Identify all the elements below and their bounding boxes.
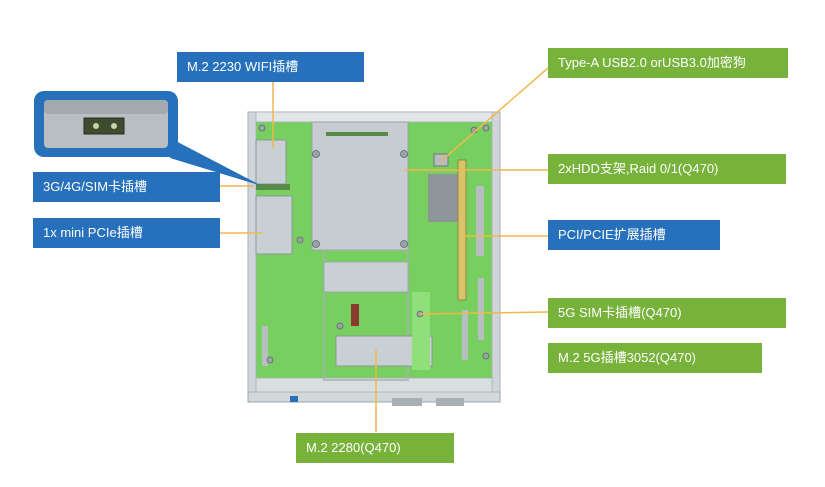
right-rail xyxy=(491,111,501,393)
label-sim-slot: 3G/4G/SIM卡插槽 xyxy=(33,172,220,202)
wifi-card xyxy=(255,139,287,185)
top-rail xyxy=(247,111,501,123)
wifi-card-slot xyxy=(256,184,290,190)
left-header xyxy=(262,326,268,366)
label-m2-2280: M.2 2280(Q470) xyxy=(296,433,454,463)
left-rail xyxy=(247,111,257,393)
label-m2-5g-slot: M.2 5G插槽3052(Q470) xyxy=(548,343,762,373)
inset-photo-shade xyxy=(44,100,168,114)
pcie-slot-2 xyxy=(476,186,484,256)
rear-io-1 xyxy=(392,398,422,406)
rear-io-2 xyxy=(436,398,464,406)
label-5g-sim-slot: 5G SIM卡插槽(Q470) xyxy=(548,298,786,328)
label-usb-dongle: Type-A USB2.0 orUSB3.0加密狗 xyxy=(548,48,788,78)
pcie-slot xyxy=(457,159,467,301)
screws xyxy=(258,124,490,364)
chip xyxy=(428,174,458,222)
label-minipcie-slot: 1x mini PCIe插槽 xyxy=(33,218,220,248)
rear-io-3 xyxy=(290,396,298,402)
hdd-bracket-inner xyxy=(323,261,409,293)
inset-screw xyxy=(93,123,99,129)
m2-5g-slot xyxy=(412,292,430,370)
callout-pointer xyxy=(170,138,262,186)
inset-connector xyxy=(83,117,125,135)
sim5g-connector xyxy=(351,304,359,326)
hdd-bracket-lower xyxy=(323,249,409,381)
hdd-bracket xyxy=(311,121,409,251)
usb-port xyxy=(433,153,449,167)
label-wifi-slot: M.2 2230 WIFI插槽 xyxy=(177,52,364,82)
pcie-slot-4 xyxy=(478,278,484,340)
pcie-slot-3 xyxy=(462,310,468,360)
label-hdd-bracket: 2xHDD支架,Raid 0/1(Q470) xyxy=(548,154,786,184)
inset-screw-2 xyxy=(111,123,117,129)
top-connector xyxy=(326,132,388,136)
label-pcie-slot: PCI/PCIE扩展插槽 xyxy=(548,220,720,250)
leader-lines xyxy=(220,67,549,432)
minipcie-card xyxy=(255,195,293,255)
